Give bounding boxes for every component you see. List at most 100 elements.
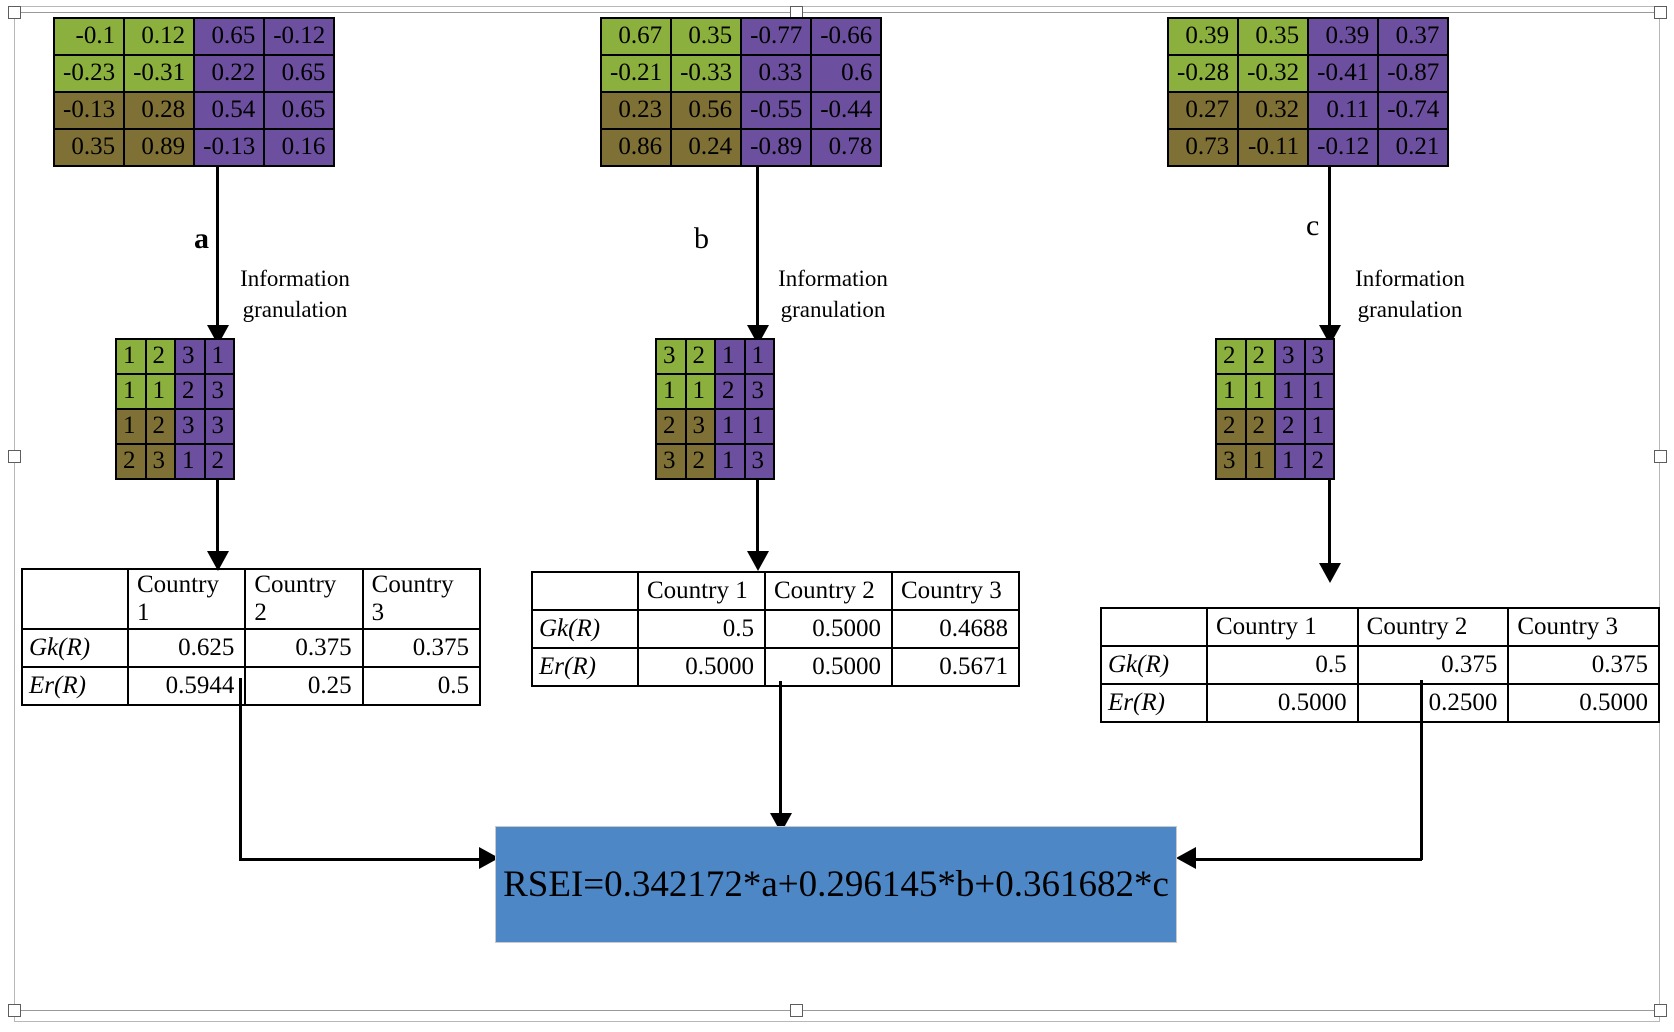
result-table-value: 0.375 — [1356, 645, 1510, 685]
resize-handle-middle-left[interactable] — [8, 450, 21, 463]
matrix-cell: 3 — [1303, 338, 1335, 375]
matrix-cell: 0.39 — [1307, 17, 1380, 56]
ig-label-a-line1: Information — [240, 266, 350, 291]
result-table-value: 0.5 — [361, 666, 482, 706]
matrix-cell: 0.16 — [263, 128, 336, 167]
result-table-value: 0.5 — [637, 609, 766, 649]
resize-handle-bottom-center[interactable] — [790, 1004, 803, 1017]
resize-handle-top-left[interactable] — [8, 6, 21, 19]
matrix-cell: 0.11 — [1307, 91, 1380, 130]
slide-frame — [14, 6, 1660, 1022]
matrix-cell: -0.21 — [599, 54, 673, 93]
resize-handle-bottom-left[interactable] — [8, 1004, 21, 1017]
ig-label-b: Information granulation — [723, 263, 943, 325]
panel-letter-c: c — [1306, 209, 1320, 242]
matrix-cell: 1 — [115, 373, 147, 410]
arrow-head-c-table — [1319, 563, 1341, 583]
result-table-corner — [531, 571, 639, 611]
matrix-cell: -0.1 — [52, 17, 126, 56]
matrix-cell: 3 — [203, 408, 235, 445]
result-table-header: Country 1 — [1206, 607, 1359, 647]
arrow-head-c-result — [1176, 847, 1196, 869]
panel-letter-b: b — [694, 222, 709, 255]
resize-handle-top-right[interactable] — [1654, 6, 1667, 19]
result-box: RSEI=0.342172*a+0.296145*b+0.361682*c — [495, 826, 1177, 943]
matrix-cell: -0.89 — [740, 128, 813, 167]
matrix-cell: 2 — [203, 443, 235, 480]
matrix-cell: 1 — [743, 338, 775, 375]
connector-a-horizontal — [239, 858, 485, 861]
ig-label-c-line1: Information — [1355, 266, 1465, 291]
result-formula: RSEI=0.342172*a+0.296145*b+0.361682*c — [503, 864, 1169, 905]
matrix-cell: 1 — [714, 408, 746, 445]
ig-label-b-line1: Information — [778, 266, 888, 291]
result-table-value: 0.4688 — [891, 609, 1020, 649]
result-table-header: Country 1 — [126, 568, 247, 630]
matrix-cell: -0.55 — [740, 91, 813, 130]
arrow-head-a-result — [479, 847, 499, 869]
matrix-cell: 2 — [115, 443, 147, 480]
matrix-cell: 2 — [1215, 408, 1247, 445]
matrix-cell: 0.23 — [599, 91, 673, 130]
matrix-cell: 1 — [1244, 373, 1276, 410]
matrix-cell: -0.87 — [1377, 54, 1450, 93]
result-table-row-label: Gk(R) — [531, 609, 639, 649]
matrix-cell: 2 — [1244, 338, 1276, 375]
matrix-cell: 0.35 — [52, 128, 126, 167]
matrix-cell: -0.32 — [1237, 54, 1310, 93]
connector-c-horizontal — [1196, 858, 1422, 861]
result-table-header: Country 3 — [361, 568, 482, 630]
matrix-cell: 1 — [1303, 408, 1335, 445]
matrix-cell: 0.39 — [1166, 17, 1240, 56]
result-table-value: 0.25 — [244, 666, 364, 706]
matrix-cell: 2 — [1215, 338, 1247, 375]
result-table-value: 0.5000 — [1507, 683, 1660, 723]
resize-handle-middle-right[interactable] — [1654, 450, 1667, 463]
matrix-cell: 1 — [203, 338, 235, 375]
result-table-value: 0.375 — [244, 628, 364, 668]
result-table-header: Country 3 — [1507, 607, 1660, 647]
matrix-cell: -0.28 — [1166, 54, 1240, 93]
result-table-row-label: Er(R) — [531, 647, 639, 687]
matrix-cell: 3 — [684, 408, 716, 445]
matrix-cell: 1 — [144, 373, 176, 410]
matrix-cell: 0.67 — [599, 17, 673, 56]
matrix-cell: 3 — [655, 443, 687, 480]
matrix-cell: 1 — [174, 443, 206, 480]
matrix-cell: -0.77 — [740, 17, 813, 56]
resize-handle-bottom-right[interactable] — [1654, 1004, 1667, 1017]
matrix-cell: 2 — [174, 373, 206, 410]
result-table-value: 0.375 — [361, 628, 482, 668]
connector-b-vertical — [779, 681, 782, 821]
ig-label-c: Information granulation — [1300, 263, 1520, 325]
result-table-corner — [1100, 607, 1208, 647]
matrix-cell: 1 — [115, 338, 147, 375]
result-table-row-label: Gk(R) — [21, 628, 129, 668]
result-table-value: 0.5000 — [1206, 683, 1359, 723]
result-table-corner — [21, 568, 129, 630]
matrix-cell: 0.22 — [193, 54, 266, 93]
result-table-row-label: Gk(R) — [1100, 645, 1208, 685]
matrix-cell: -0.31 — [123, 54, 196, 93]
frame-guide-bottom — [14, 1010, 1660, 1011]
matrix-cell: 1 — [684, 373, 716, 410]
matrix-cell: 1 — [1215, 373, 1247, 410]
